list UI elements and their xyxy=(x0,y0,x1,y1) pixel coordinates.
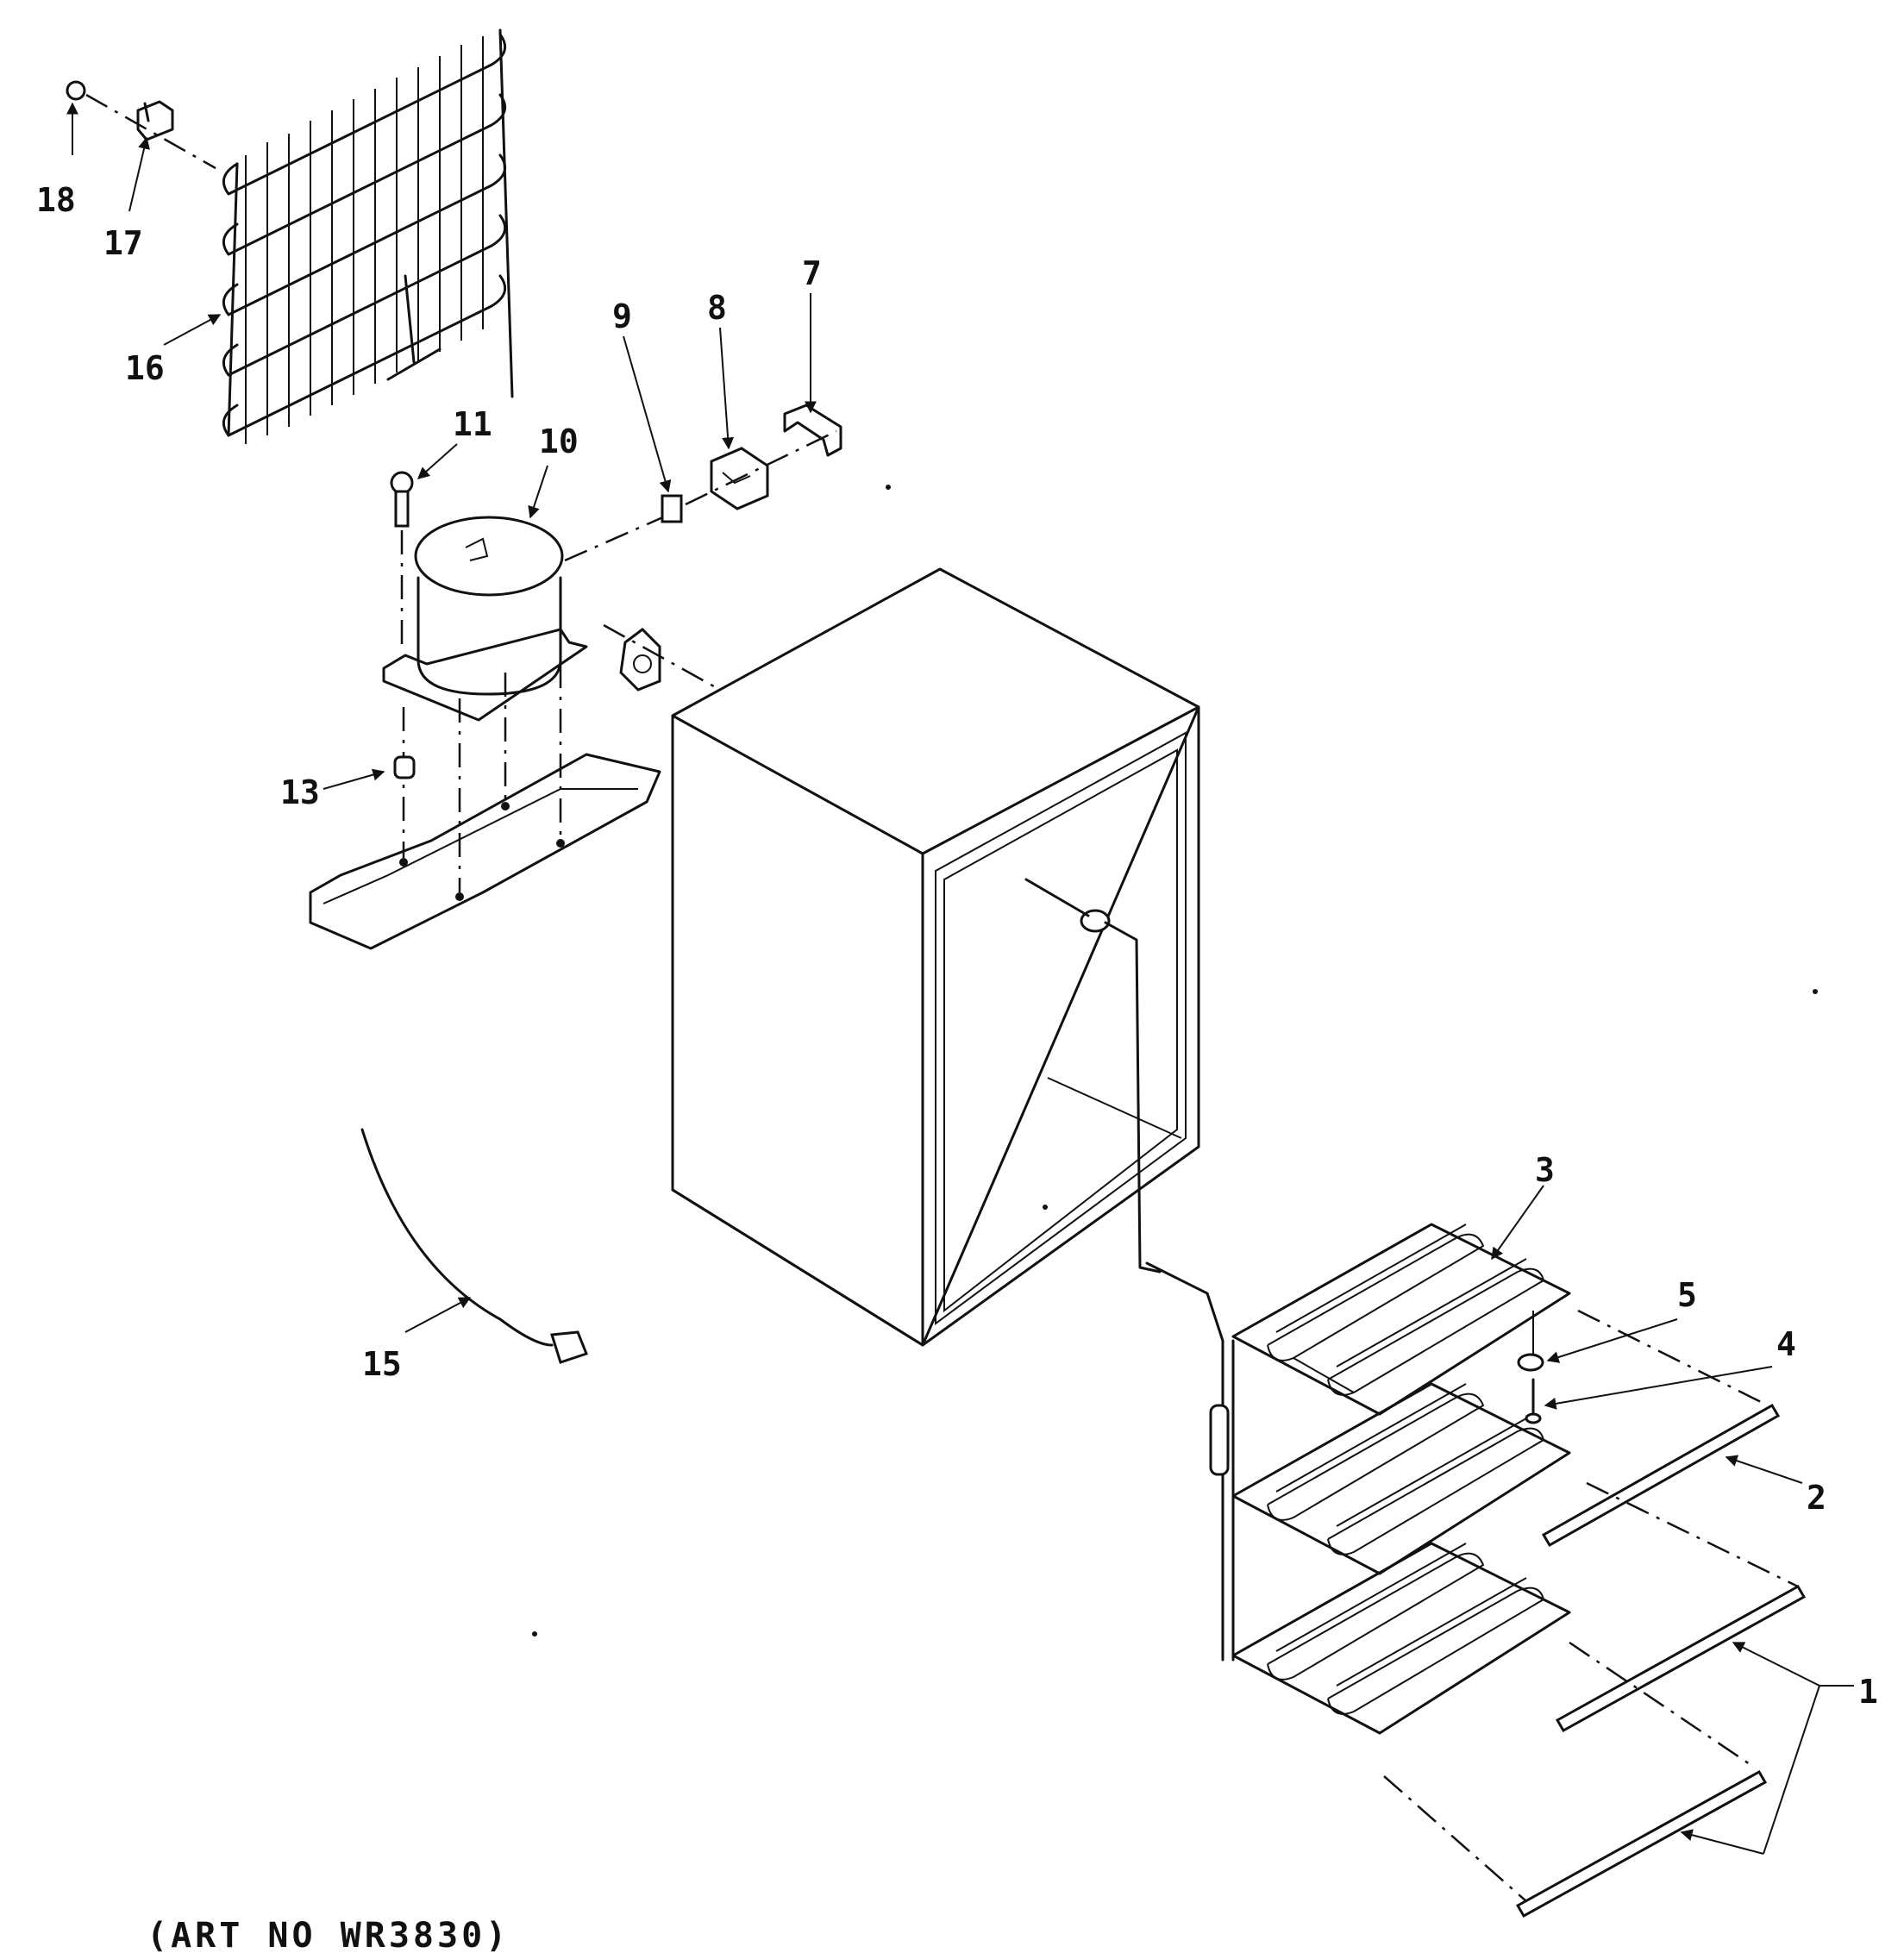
callout-18: 18 xyxy=(36,181,76,219)
evaporator-shelves xyxy=(1145,1223,1571,1735)
callout-5: 5 xyxy=(1677,1276,1697,1314)
callout-3: 3 xyxy=(1535,1151,1555,1189)
shelf-rail-1a xyxy=(1555,1481,1807,1733)
callout-2: 2 xyxy=(1807,1479,1826,1517)
callout-16: 16 xyxy=(125,349,165,387)
callout-17: 17 xyxy=(103,224,143,262)
cabinet xyxy=(671,567,1200,1347)
compressor-bolt xyxy=(390,471,414,647)
mount-grommet-13 xyxy=(393,755,416,779)
callout-7: 7 xyxy=(802,254,822,292)
screw-18 xyxy=(66,80,86,101)
callout-15: 15 xyxy=(362,1345,402,1383)
washer-5 xyxy=(1517,1353,1544,1372)
callout-1: 1 xyxy=(1858,1673,1878,1711)
callout-10: 10 xyxy=(539,422,579,460)
relay-cover-7 xyxy=(783,404,842,457)
power-cord xyxy=(360,1128,588,1364)
art-number-caption: (ART NO WR3830) xyxy=(147,1916,510,1956)
overload-9 xyxy=(661,494,683,523)
callout-4: 4 xyxy=(1776,1325,1796,1363)
mounting-rail xyxy=(309,664,661,950)
compressor xyxy=(382,511,673,722)
shelf-rail-2 xyxy=(1541,1309,1781,1548)
condenser-coil xyxy=(222,28,514,444)
shelf-rail-1b xyxy=(1383,1641,1768,1918)
grommet xyxy=(603,623,721,692)
callout-8: 8 xyxy=(707,289,727,327)
screw-4 xyxy=(1525,1311,1542,1424)
callout-9: 9 xyxy=(612,297,632,335)
callout-leaders xyxy=(66,102,1854,1855)
condenser-clip xyxy=(136,100,174,141)
callout-11: 11 xyxy=(453,405,492,443)
callout-13: 13 xyxy=(280,773,320,811)
